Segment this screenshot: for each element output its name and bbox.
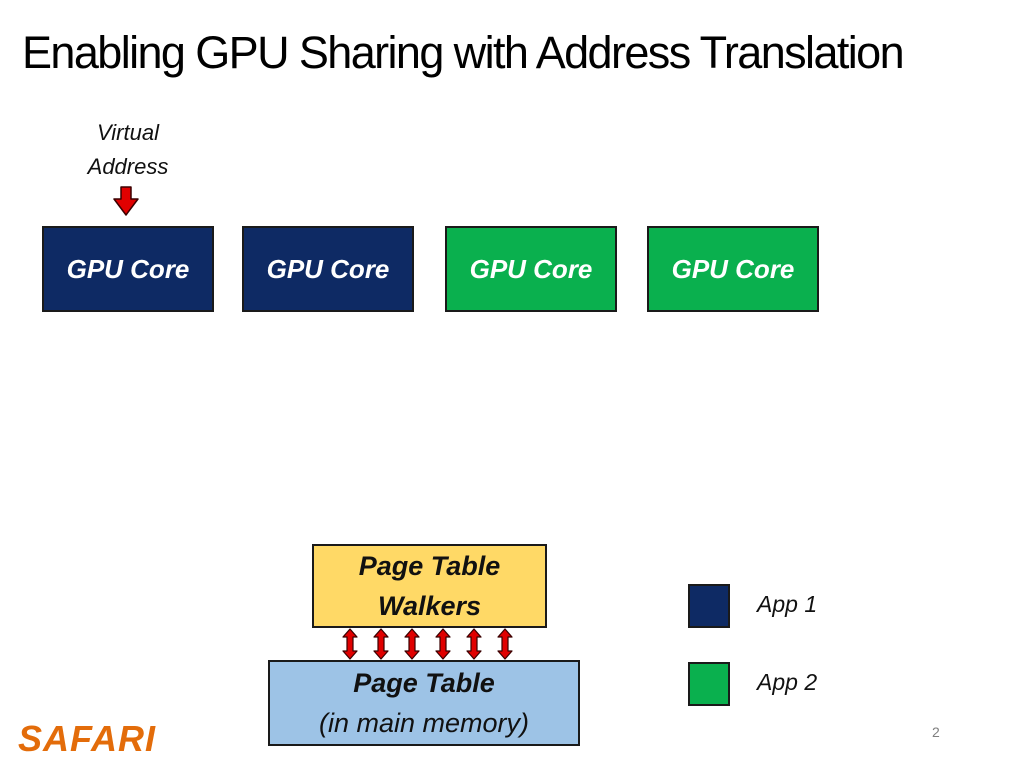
- page-number: 2: [932, 724, 940, 740]
- gpu-core-1: GPU Core: [42, 226, 214, 312]
- legend-swatch-app2: [688, 662, 730, 706]
- gpu-core-label: GPU Core: [66, 253, 190, 284]
- slide-title: Enabling GPU Sharing with Address Transl…: [22, 27, 905, 78]
- walker-memory-arrows: [342, 628, 513, 660]
- gpu-core-label: GPU Core: [266, 253, 390, 284]
- virtual-address-line2: Address: [87, 154, 169, 179]
- legend-label-app1: App 1: [757, 591, 818, 617]
- gpu-core-3: GPU Core: [445, 226, 617, 312]
- safari-logo: SAFARI: [18, 718, 157, 759]
- double-arrow-icon: [466, 628, 482, 660]
- double-arrow-icon: [497, 628, 513, 660]
- gpu-core-label: GPU Core: [469, 253, 593, 284]
- legend-label-app2: App 2: [757, 669, 818, 695]
- page-table-box: Page Table (in main memory): [268, 660, 580, 746]
- double-arrow-icon: [435, 628, 451, 660]
- double-arrow-icon: [373, 628, 389, 660]
- virtual-address-line1: Virtual: [97, 120, 159, 145]
- down-arrow-icon: [113, 186, 139, 216]
- page-table-walkers-line2: Walkers: [377, 591, 482, 621]
- page-table-title: Page Table: [353, 668, 495, 698]
- gpu-core-4: GPU Core: [647, 226, 819, 312]
- page-table-subtitle: (in main memory): [318, 708, 530, 738]
- page-table-walkers-box: Page Table Walkers: [312, 544, 547, 628]
- double-arrow-icon: [342, 628, 358, 660]
- gpu-core-2: GPU Core: [242, 226, 414, 312]
- gpu-core-label: GPU Core: [671, 253, 795, 284]
- page-table-walkers-line1: Page Table: [358, 551, 501, 581]
- legend-swatch-app1: [688, 584, 730, 628]
- virtual-address-label: Virtual Address: [68, 116, 188, 184]
- double-arrow-icon: [404, 628, 420, 660]
